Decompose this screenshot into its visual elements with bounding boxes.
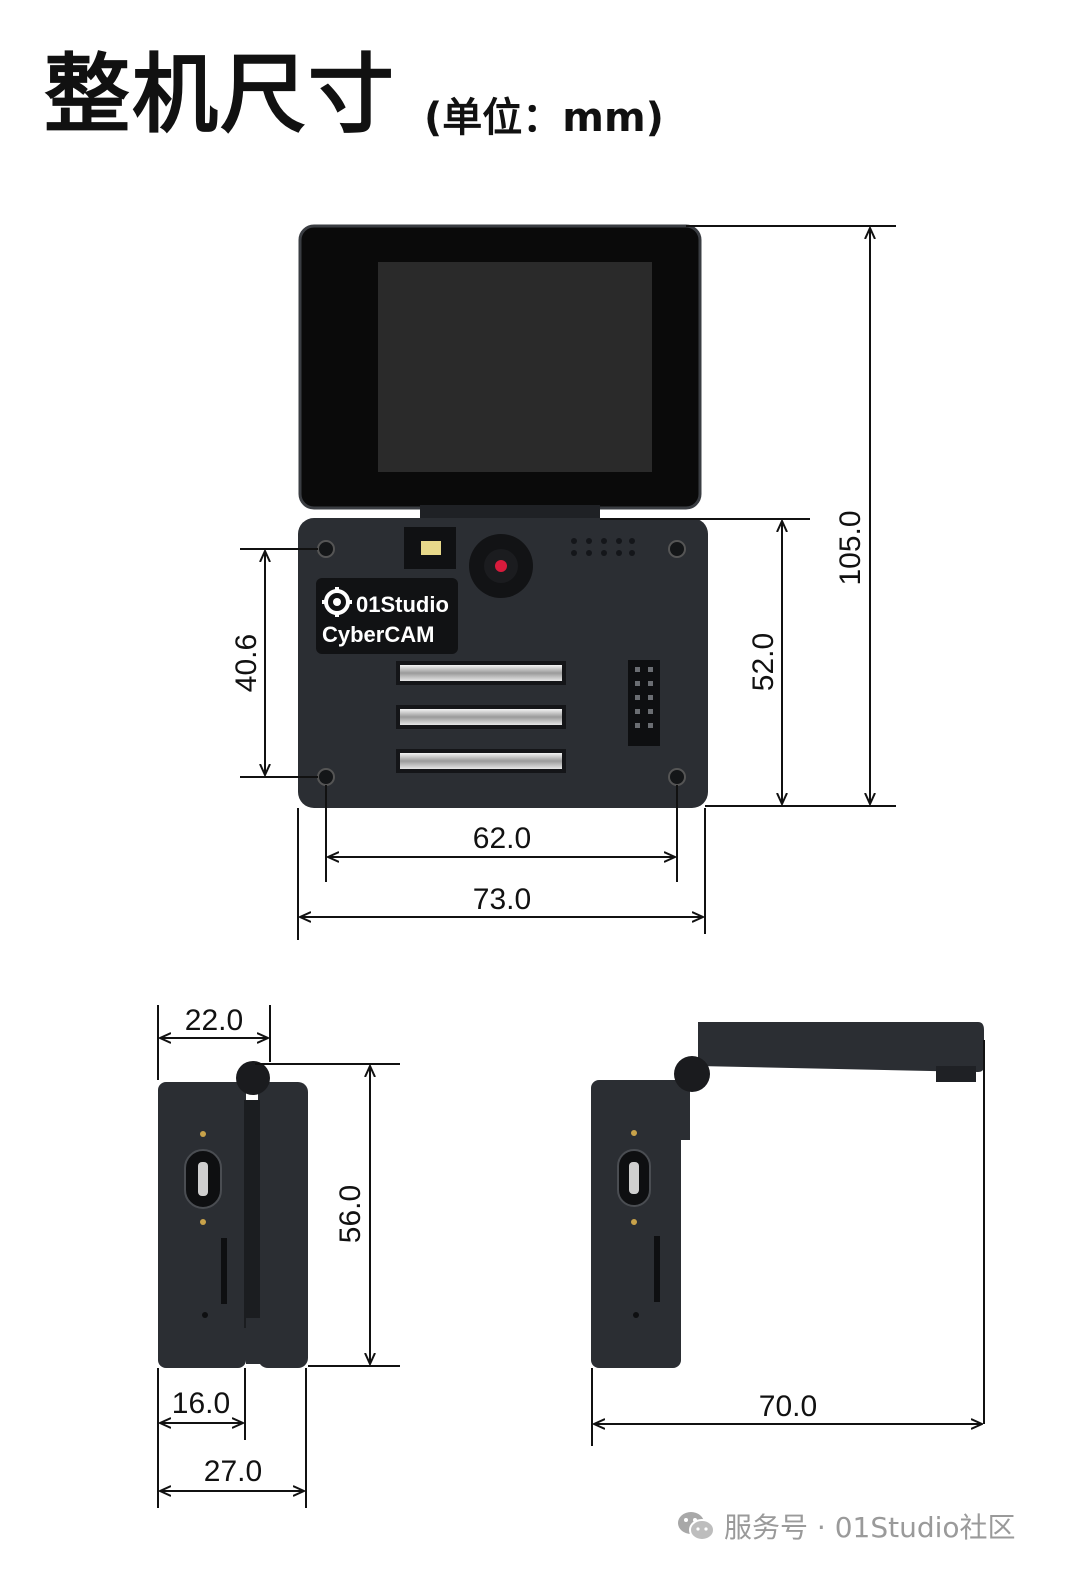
watermark-text: 服务号 · 01Studio社区 — [724, 1511, 1016, 1544]
dim-base-height: 52.0 — [747, 633, 780, 691]
front-view: 01Studio CyberCAM 105.0 52.0 40.6 — [230, 224, 896, 940]
brand-plate — [316, 578, 458, 654]
brand-line1: 01Studio — [356, 592, 449, 617]
dim-overall-height: 105.0 — [834, 510, 867, 585]
open-sd-card-slot — [654, 1236, 660, 1302]
gear-icon — [322, 587, 352, 617]
open-hinge — [674, 1056, 710, 1092]
screw-hole-top-right — [668, 540, 686, 558]
dim-hole-spacing-horizontal: 62.0 — [473, 822, 531, 855]
screen-hinge — [420, 505, 600, 519]
page-title: 整机尺寸 — [44, 45, 396, 145]
side-body — [158, 1082, 246, 1368]
side-view-open: 70.0 — [591, 1022, 985, 1446]
dim-open-length: 70.0 — [759, 1390, 817, 1423]
side-view-closed: 22.0 56.0 16.0 27.0 — [157, 1004, 400, 1508]
microphone-holes — [571, 538, 635, 556]
dim-side-body-depth: 16.0 — [172, 1387, 230, 1420]
unit-label: (单位：mm) — [424, 95, 664, 141]
dim-base-width: 73.0 — [473, 883, 531, 916]
watermark: 服务号 · 01Studio社区 — [676, 1506, 1056, 1546]
screw-hole-bottom-right — [668, 768, 686, 786]
side-screen-module — [258, 1082, 308, 1368]
open-screen-arm — [698, 1022, 984, 1072]
sd-card-slot — [221, 1238, 227, 1304]
flash-led — [421, 541, 441, 555]
dim-side-height: 56.0 — [334, 1185, 367, 1243]
screen-display — [378, 262, 652, 472]
wechat-icon — [678, 1512, 715, 1541]
camera-lens-dot — [495, 560, 507, 572]
dim-side-hinge-width: 22.0 — [185, 1004, 243, 1037]
brand-line2: CyberCAM — [322, 622, 434, 647]
dim-hole-spacing-vertical: 40.6 — [230, 634, 263, 692]
screw-hole-bottom-left — [317, 768, 335, 786]
dim-side-total-depth: 27.0 — [204, 1455, 262, 1488]
screw-hole-top-left — [317, 540, 335, 558]
pin-header — [628, 660, 660, 746]
side-hinge — [236, 1061, 270, 1095]
